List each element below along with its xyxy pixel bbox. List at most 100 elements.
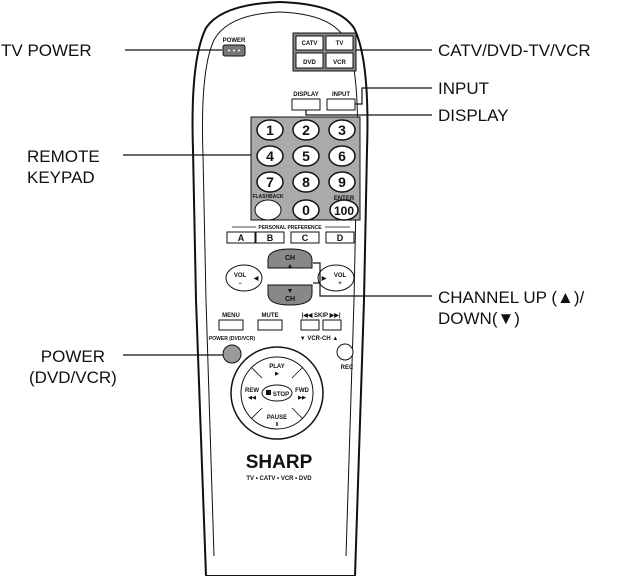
- callout-channel-up-down: CHANNEL UP (▲)/ DOWN(▼): [438, 288, 585, 328]
- keypad-key-6[interactable]: [328, 145, 356, 167]
- skip-forward-button[interactable]: [322, 319, 342, 331]
- brand-logo: SHARP: [246, 452, 313, 473]
- pref-button-label: B: [267, 233, 274, 243]
- keypad-key-0[interactable]: [292, 199, 320, 221]
- keypad-key-9[interactable]: [328, 171, 356, 193]
- ch-down-arrow-icon: ▼: [287, 288, 294, 295]
- keypad-key-3[interactable]: [328, 119, 356, 141]
- vol-down-label: VOL: [234, 273, 247, 279]
- divider: [291, 366, 304, 379]
- keypad-key-label: 7: [266, 174, 274, 190]
- enter-label: ENTER: [334, 196, 355, 202]
- tv-label: TV: [336, 41, 344, 47]
- vcr-label: VCR: [333, 60, 346, 66]
- fwd-label[interactable]: FWD: [295, 388, 309, 394]
- keypad-key-4[interactable]: [256, 145, 284, 167]
- pause-label[interactable]: PAUSE: [267, 415, 287, 421]
- skip-back-button[interactable]: [300, 319, 320, 331]
- ch-up-arrow-icon: ▲: [287, 263, 294, 270]
- vol-up-label: VOL: [334, 273, 347, 279]
- callout-power-dvd-vcr: POWER (DVD/VCR): [29, 347, 117, 387]
- keypad-key-label: 5: [302, 148, 310, 164]
- callout-remote-keypad: REMOTE KEYPAD: [27, 147, 100, 187]
- ch-down-label: CH: [285, 296, 295, 303]
- keypad-key-label: 4: [266, 148, 274, 164]
- vcr-button[interactable]: [325, 52, 354, 69]
- vol-minus-label: −: [238, 281, 242, 287]
- dot-icon: [228, 49, 230, 52]
- catv-label: CATV: [302, 41, 318, 47]
- rec-button[interactable]: [336, 343, 354, 361]
- input-button[interactable]: [326, 98, 356, 111]
- rew-label[interactable]: REW: [245, 388, 259, 394]
- tv-power-label: POWER: [223, 38, 246, 44]
- skip-label: |◀◀ SKIP ▶▶|: [301, 312, 340, 319]
- flashback-label: FLASHBACK: [252, 194, 283, 200]
- rew-icon: ◀◀: [247, 395, 256, 401]
- pref-button-label: D: [337, 233, 344, 243]
- flashback-button[interactable]: [254, 199, 282, 221]
- personal-preference-label: PERSONAL PREFERENCE: [258, 225, 322, 231]
- play-label[interactable]: PLAY: [269, 364, 284, 370]
- keypad-key-label: 8: [302, 174, 310, 190]
- catv-button[interactable]: [295, 35, 324, 51]
- pref-button-label: A: [238, 233, 245, 243]
- pref-button-b[interactable]: [255, 231, 285, 244]
- dot-icon: [238, 49, 240, 52]
- pref-button-label: C: [302, 233, 309, 243]
- divider: [250, 407, 263, 420]
- input-button-label: INPUT: [332, 92, 350, 98]
- keypad-key-label: 6: [338, 148, 346, 164]
- vol-down-button[interactable]: [225, 264, 263, 292]
- vol-up-button[interactable]: [317, 264, 355, 292]
- fwd-icon: ▶▶: [297, 395, 307, 401]
- mute-button[interactable]: [257, 319, 283, 331]
- keypad-key-label: 0: [302, 202, 310, 218]
- pref-button-d[interactable]: [325, 231, 355, 244]
- stop-button[interactable]: [261, 384, 293, 402]
- keypad-key-2[interactable]: [292, 119, 320, 141]
- callout-input: INPUT: [438, 79, 489, 98]
- pref-button-a[interactable]: [226, 231, 256, 244]
- divider: [291, 407, 304, 420]
- keypad-key-5[interactable]: [292, 145, 320, 167]
- leader-lines: [123, 49, 432, 356]
- display-button-label: DISPLAY: [293, 92, 318, 98]
- vol-left-arrow-icon: ◀: [253, 275, 259, 282]
- callout-tv-power: TV POWER: [1, 41, 92, 60]
- keypad-key-label: 3: [338, 122, 346, 138]
- pause-icon: II: [276, 422, 279, 428]
- power-dvd-vcr-button-label: POWER (DVD/VCR): [209, 336, 255, 342]
- tv-button[interactable]: [325, 35, 354, 51]
- callout-catv-dvd-tv-vcr: CATV/DVD-TV/VCR: [438, 41, 591, 60]
- ch-down-button[interactable]: [267, 284, 313, 306]
- keypad-key-1[interactable]: [256, 119, 284, 141]
- dvd-button[interactable]: [295, 52, 324, 69]
- brand-subtitle: TV • CATV • VCR • DVD: [246, 476, 312, 482]
- divider: [250, 366, 263, 379]
- keypad-key-100[interactable]: [329, 199, 359, 221]
- ch-up-label: CH: [285, 255, 295, 262]
- vol-right-arrow-icon: ▶: [321, 275, 327, 282]
- dvd-label: DVD: [303, 60, 316, 66]
- stop-icon: [266, 390, 271, 395]
- ch-up-button[interactable]: [267, 248, 313, 269]
- play-icon: ▶: [274, 371, 280, 377]
- keypad-key-label: 100: [334, 204, 354, 218]
- keypad-key-7[interactable]: [256, 171, 284, 193]
- power-dvd-vcr-button[interactable]: [222, 344, 242, 364]
- display-button[interactable]: [291, 98, 321, 111]
- vcr-ch-label: ▼ VCR-CH ▲: [300, 336, 339, 342]
- pref-button-c[interactable]: [290, 231, 320, 244]
- keypad-key-label: 1: [266, 122, 274, 138]
- menu-button[interactable]: [218, 319, 244, 331]
- menu-label: MENU: [222, 313, 240, 319]
- mute-label: MUTE: [262, 313, 279, 319]
- callout-display: DISPLAY: [438, 106, 509, 125]
- keypad-key-8[interactable]: [292, 171, 320, 193]
- keypad-key-label: 9: [338, 174, 346, 190]
- keypad-key-label: 2: [302, 122, 310, 138]
- stop-label: STOP: [273, 392, 289, 398]
